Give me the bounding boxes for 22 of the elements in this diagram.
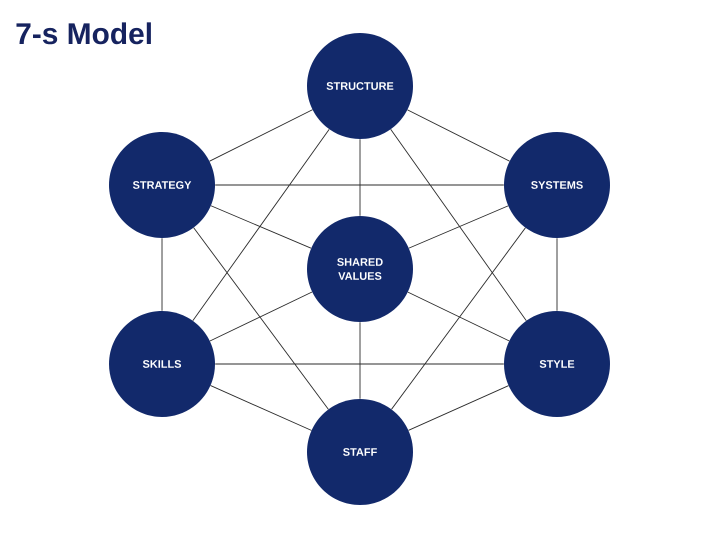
connector-line <box>556 238 558 312</box>
circle-node: SHARED VALUES <box>307 216 413 322</box>
connector-line <box>192 128 330 322</box>
connector-line <box>407 292 510 342</box>
connector-line <box>407 109 510 162</box>
connector-line <box>390 128 527 322</box>
circle-node: STRUCTURE <box>307 33 413 139</box>
title: 7-s Model <box>16 22 151 44</box>
circle-node: STRATEGY <box>109 132 215 238</box>
connector-line <box>408 385 509 431</box>
connector-line <box>408 205 509 249</box>
circle-node: SKILLS <box>109 311 215 417</box>
connector-line <box>210 292 312 342</box>
circle-node: STAFF <box>307 399 413 505</box>
connector-line <box>214 184 504 186</box>
circle-node: STYLE <box>504 311 610 417</box>
connector-line <box>210 385 312 431</box>
connector-line <box>391 227 526 410</box>
connector-line <box>209 109 313 162</box>
connector-line <box>210 205 312 249</box>
circle-node: SYSTEMS <box>504 132 610 238</box>
connector-line <box>193 227 329 410</box>
